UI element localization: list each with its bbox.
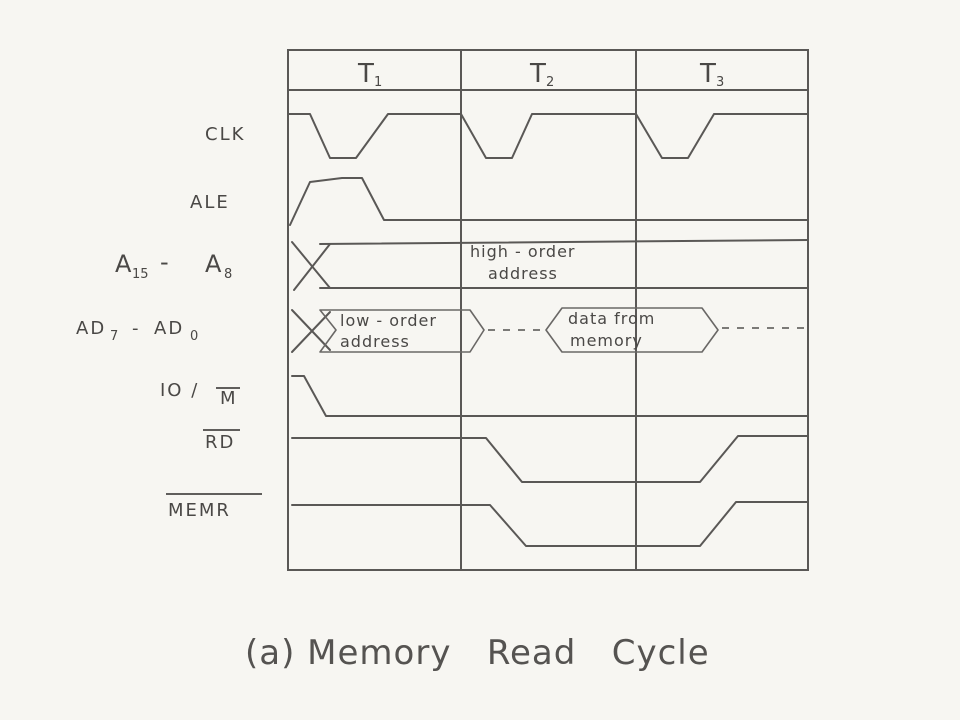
waveform-rd (291, 435, 809, 483)
waveform-clk (287, 113, 809, 159)
label-part: AD (76, 318, 106, 339)
annotation-data-from: data from (568, 309, 655, 328)
signal-label-memr: MEMR (166, 493, 262, 521)
label-part: IO / (160, 380, 199, 401)
label-subscript: 7 (110, 329, 118, 344)
column-header-label: T (699, 59, 716, 89)
label-part: - (132, 318, 141, 339)
label-part: MEMR (168, 500, 231, 521)
label-part: AD (154, 318, 184, 339)
annotation-high-order: high - order (470, 242, 576, 261)
column-header-label: T (529, 59, 546, 89)
signal-label-address-low: AD 7 - AD 0 (76, 318, 198, 344)
label-part: - (160, 248, 170, 276)
data-from-memory-box (545, 307, 719, 353)
diagram-caption: (a) Memory Read Cycle (245, 633, 710, 673)
label-part: A (205, 250, 222, 278)
signal-label-ale: ALE (190, 192, 230, 213)
low-order-address-box (319, 309, 485, 353)
column-header-t3: T 3 (699, 59, 724, 90)
signal-label-io-m: IO / M (160, 380, 240, 409)
column-header-subscript: 2 (546, 75, 554, 90)
annotation-low-order: low - order (340, 311, 437, 330)
annotation-memory: memory (570, 331, 643, 350)
annotation-high-order-address: address (488, 264, 558, 283)
waveform-io-m (291, 375, 809, 417)
signal-label-rd: RD (203, 429, 240, 453)
waveform-address-low (291, 307, 808, 353)
grid-border (287, 49, 809, 571)
column-header-subscript: 1 (374, 75, 382, 90)
column-header-t2: T 2 (529, 59, 554, 90)
waveform-address-high (291, 239, 809, 291)
waveform-ale (289, 177, 809, 226)
label-part: A (115, 250, 132, 278)
signal-label-address-high: A 15 - A 8 (115, 248, 232, 282)
waveform-memr (291, 501, 809, 547)
signal-label-clk: CLK (205, 124, 245, 145)
column-header-subscript: 3 (716, 75, 724, 90)
annotation-low-order-address: address (340, 332, 410, 351)
label-part: M (220, 388, 238, 409)
timing-grid (287, 49, 809, 571)
label-part: RD (205, 432, 235, 453)
label-subscript: 8 (224, 267, 232, 282)
column-header-label: T (357, 59, 374, 89)
label-subscript: 15 (132, 267, 149, 282)
label-subscript: 0 (190, 329, 198, 344)
column-header-t1: T 1 (357, 59, 382, 90)
